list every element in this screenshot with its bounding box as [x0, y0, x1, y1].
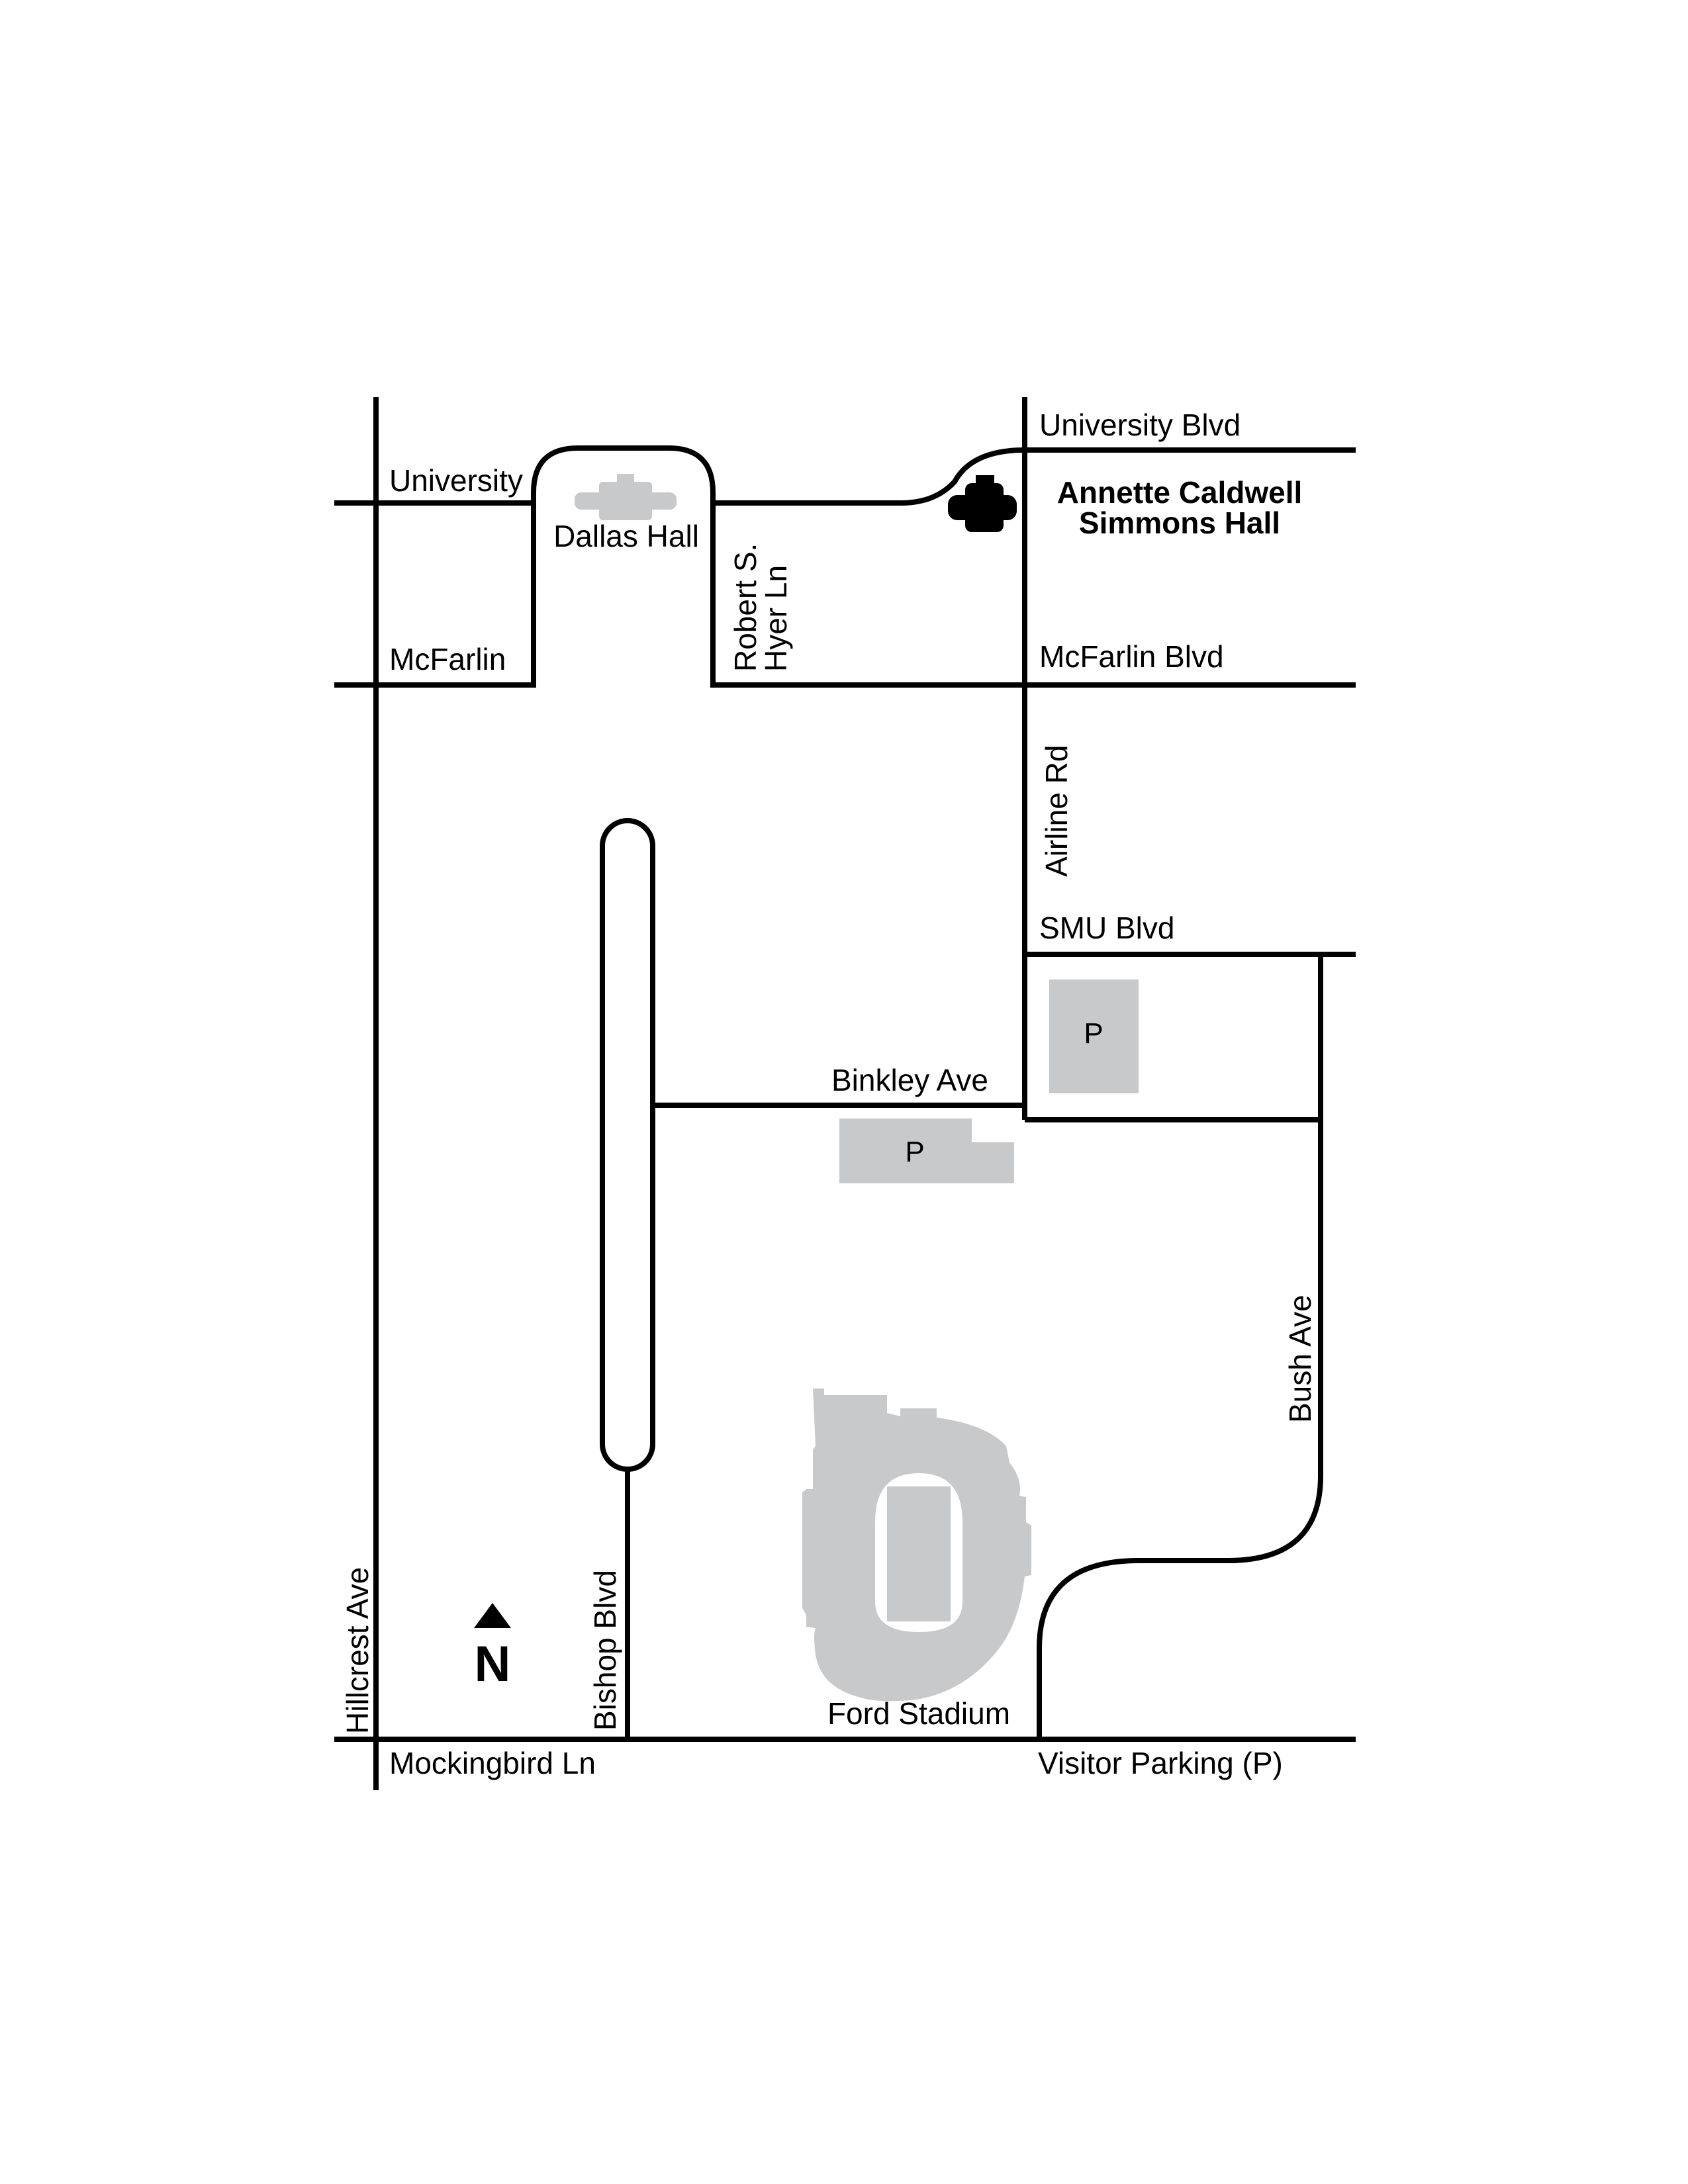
north-arrow-icon [474, 1603, 511, 1628]
landmark-label-visitor-parking: Visitor Parking (P) [1038, 1746, 1283, 1780]
roads [334, 397, 1356, 1790]
parking-lot-binkley [839, 1118, 1014, 1183]
street-label-binkley-ave: Binkley Ave [831, 1063, 988, 1097]
landmark-label-dallas-hall: Dallas Hall [553, 519, 699, 553]
dallas-hall-building [575, 474, 677, 520]
ford-stadium-building [802, 1388, 1031, 1702]
parking-binkley-label: P [905, 1136, 924, 1168]
parking-lot-east [1049, 979, 1139, 1093]
road-bush-ave [1037, 1120, 1323, 1739]
buildings [575, 474, 1139, 1702]
street-label-mcfarlin: McFarlin [389, 642, 506, 676]
street-label-airline-rd: Airline Rd [1039, 745, 1074, 877]
landmark-label-ford-stadium: Ford Stadium [827, 1696, 1010, 1731]
street-label-bush-ave: Bush Ave [1283, 1295, 1317, 1423]
street-label-robert-hyer-2: Hyer Ln [759, 565, 793, 672]
street-label-bishop-blvd: Bishop Blvd [588, 1570, 622, 1731]
street-label-university-blvd: University Blvd [1039, 408, 1241, 442]
road-bishop-loop [600, 818, 655, 1472]
street-label-hillcrest-ave: Hillcrest Ave [340, 1567, 375, 1734]
landmark-label-simmons-hall-1: Annette Caldwell [1057, 475, 1303, 510]
street-label-mockingbird-ln: Mockingbird Ln [389, 1746, 596, 1780]
north-label: N [475, 1636, 511, 1692]
ford-stadium-field [887, 1486, 951, 1621]
north-arrow: N [474, 1603, 511, 1692]
street-label-university: University [389, 463, 523, 498]
street-label-robert-hyer-1: Robert S. [728, 543, 763, 672]
street-label-smu-blvd: SMU Blvd [1039, 911, 1174, 945]
parking-east-label: P [1084, 1017, 1103, 1050]
street-label-mcfarlin-blvd: McFarlin Blvd [1039, 639, 1224, 674]
simmons-hall-building [948, 475, 1017, 532]
landmark-label-simmons-hall-2: Simmons Hall [1079, 506, 1280, 540]
